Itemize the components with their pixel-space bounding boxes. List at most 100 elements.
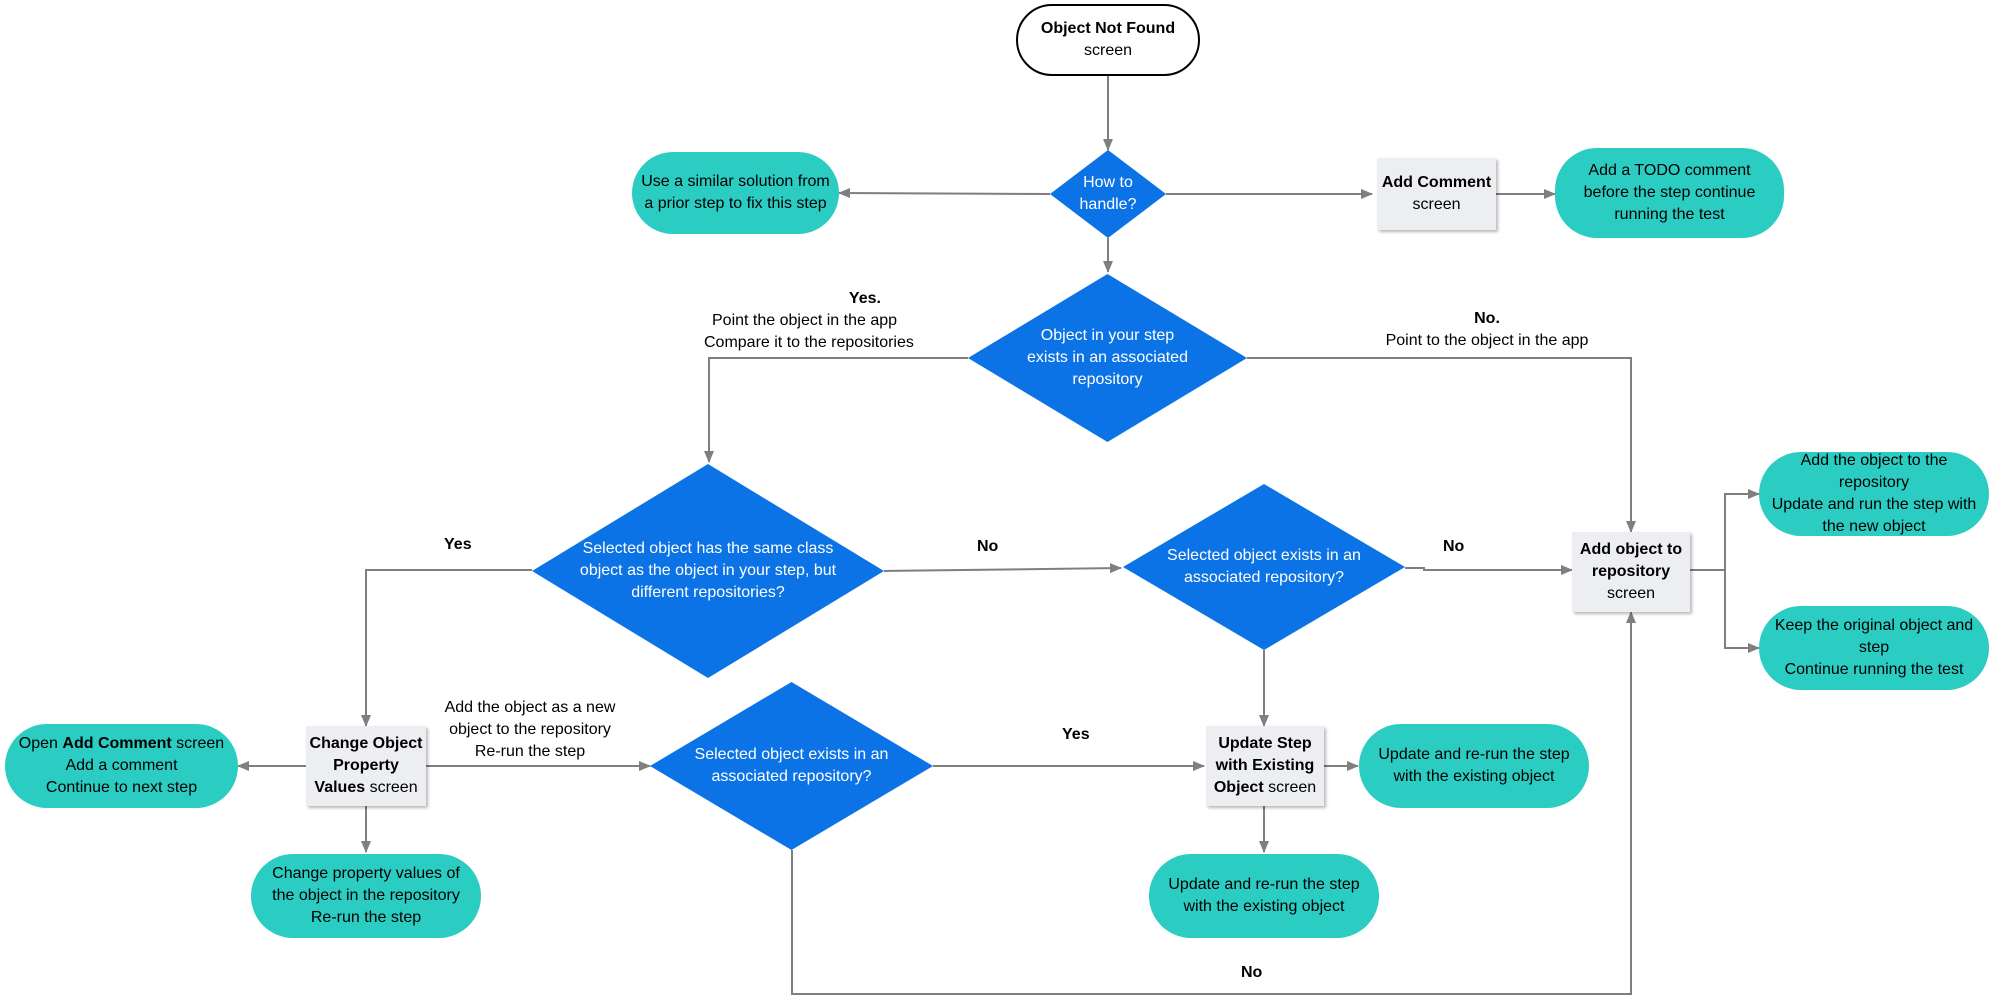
screen-suffix: screen [1606, 585, 1656, 602]
action-text: Use a similar solution from [641, 173, 830, 190]
action-text: Add the object to the [1800, 452, 1948, 469]
screen-title: Object [1213, 779, 1264, 796]
action-text: the new object [1822, 518, 1926, 535]
screen-change-object-property-values: Change Object Property Values screen [306, 726, 426, 806]
edge-label-title: Yes. [848, 290, 881, 307]
decision-text: repository [1072, 371, 1143, 388]
screen-title: Add object to [1579, 541, 1683, 558]
decision-text: associated repository? [1183, 569, 1345, 586]
action-text: Open [18, 735, 63, 752]
action-text: Change property values of [272, 865, 460, 882]
decision-selected-exists-1: Selected object exists in an associated … [1123, 484, 1405, 650]
screen-title: Change Object [309, 735, 423, 752]
edge-label-text: object to the repository [449, 721, 611, 738]
decision-text: How to [1083, 174, 1133, 191]
action-change-property-values: Change property values of the object in … [251, 854, 481, 938]
screen-title: Property [333, 757, 399, 774]
connector-addrepo-branch-top [1690, 489, 1760, 571]
action-text: Continue running the test [1784, 661, 1964, 678]
connector-exists-no [1247, 357, 1636, 533]
connector-how-to-similar [838, 188, 1051, 199]
edge-label-no-point: No. Point to the object in the app [1368, 308, 1606, 352]
edge-label-text: Point the object in the app [712, 312, 898, 329]
decision-text: handle? [1079, 196, 1137, 213]
action-text: a prior step to fix this step [644, 195, 827, 212]
action-text: Continue to next step [45, 779, 198, 796]
action-text: with the existing object [1393, 768, 1555, 785]
action-text: repository [1838, 474, 1910, 491]
decision-shape [1050, 150, 1166, 238]
screen-title: Values [314, 779, 366, 796]
decision-text: Selected object exists in an [694, 746, 889, 763]
connector-selected1-no [1405, 565, 1573, 575]
action-text: step [1858, 639, 1890, 656]
edge-label-text: Add the object as a new [444, 699, 616, 716]
edge-label-no-mid: No [977, 538, 999, 555]
decision-text: Object in your step [1040, 327, 1175, 344]
action-todo-comment: Add a TODO comment before the step conti… [1555, 148, 1784, 238]
decision-text: Selected object exists in an [1167, 547, 1361, 564]
edge-label-yes-point: Yes. Point the object in the app Compare… [704, 288, 914, 354]
edge-label-add-new: Add the object as a new object to the re… [430, 697, 630, 763]
action-text-bold: Add Comment [62, 735, 172, 752]
action-text: the object in the repository [272, 887, 460, 904]
action-text: Add a TODO comment [1588, 162, 1751, 179]
action-open-add-comment: Open Add Comment screen Add a comment Co… [5, 724, 238, 808]
start-subtitle: screen [1083, 42, 1133, 59]
action-update-rerun-1: Update and re-run the step with the exis… [1359, 724, 1589, 808]
edge-label-text: Compare it to the repositories [704, 334, 914, 351]
screen-suffix: screen [1412, 196, 1461, 213]
action-text: Re-run the step [310, 909, 422, 926]
decision-shape [532, 464, 884, 678]
action-text: Add a comment [65, 757, 178, 774]
screen-add-comment: Add Comment screen [1377, 158, 1496, 230]
screen-suffix: screen [1268, 779, 1317, 796]
start-title: Object Not Found [1040, 20, 1176, 37]
action-text: with the existing object [1183, 898, 1345, 915]
decision-same-class: Selected object has the same class objec… [532, 464, 884, 678]
screen-title: Add Comment [1381, 174, 1492, 191]
connector-addrepo-branch-bottom [1724, 570, 1760, 653]
decision-text: associated repository? [711, 768, 872, 785]
screen-title: with Existing [1215, 757, 1315, 774]
decision-text: different repositories? [631, 584, 785, 601]
action-text: Update and run the step with [1771, 496, 1977, 513]
action-text: before the step continue [1583, 184, 1756, 201]
action-update-rerun-2: Update and re-run the step with the exis… [1149, 854, 1379, 938]
connector-sameclass-yes [361, 569, 532, 727]
action-similar-solution: Use a similar solution from a prior step… [632, 152, 839, 234]
decision-text: object as the object in your step, but [579, 562, 837, 579]
action-text: Keep the original object and [1774, 617, 1974, 634]
decision-text: Selected object has the same class [582, 540, 834, 557]
start-object-not-found: Object Not Found screen [1016, 4, 1200, 76]
connector-sameclass-no [883, 563, 1122, 574]
action-text: running the test [1614, 206, 1725, 223]
decision-exists-in-repo: Object in your step exists in an associa… [968, 274, 1247, 442]
decision-shape [1123, 484, 1405, 650]
screen-update-step-existing-object: Update Step with Existing Object screen [1206, 726, 1324, 806]
screen-title: repository [1591, 563, 1671, 580]
action-text: Update and re-run the step [1168, 876, 1360, 893]
action-add-object-to-repository: Add the object to the repository Update … [1759, 452, 1989, 536]
edge-label-no-right: No [1443, 538, 1465, 555]
edge-label-no-bottom: No [1241, 964, 1263, 981]
edge-label-title: No. [1474, 310, 1500, 327]
screen-title: Update Step [1218, 735, 1312, 752]
decision-how-to-handle: How to handle? [1050, 150, 1166, 238]
decision-shape [968, 274, 1247, 442]
screen-suffix: screen [369, 779, 418, 796]
edge-label-yes-bottom: Yes [1062, 726, 1090, 743]
decision-selected-exists-2: Selected object exists in an associated … [650, 682, 933, 850]
connector-selected2-no [791, 611, 1636, 995]
decision-shape [650, 682, 933, 850]
screen-add-object-to-repository: Add object to repository screen [1572, 532, 1690, 612]
edge-label-yes-left: Yes [444, 536, 472, 553]
action-keep-original: Keep the original object and step Contin… [1759, 606, 1989, 690]
edge-label-text: Re-run the step [474, 743, 586, 760]
edge-label-text: Point to the object in the app [1385, 332, 1589, 349]
decision-text: exists in an associated [1027, 349, 1188, 366]
action-text: Update and re-run the step [1378, 746, 1570, 763]
action-text: screen [171, 735, 225, 752]
